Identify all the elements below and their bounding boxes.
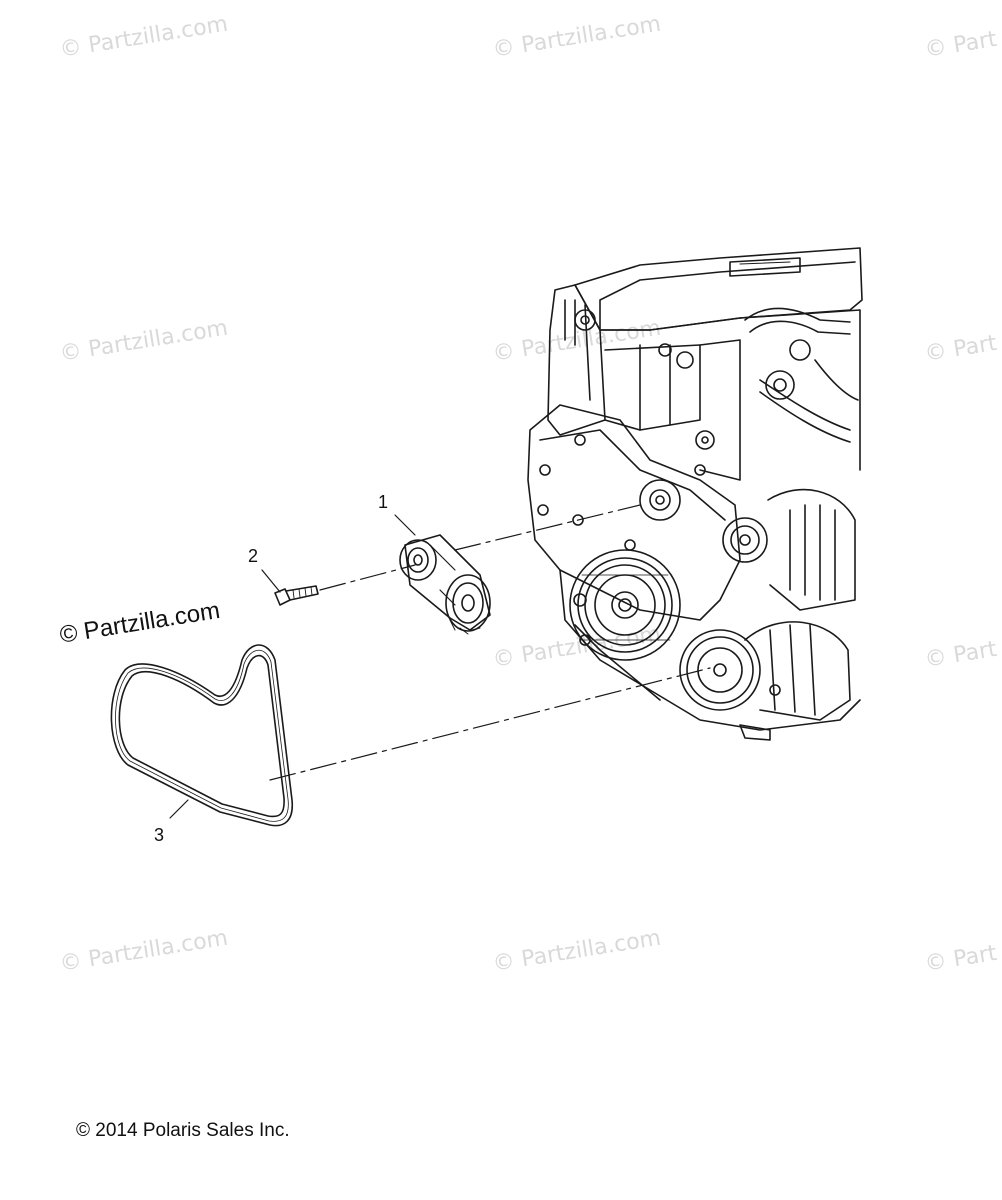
engine-block-illustration [527, 247, 863, 741]
bolt-illustration [274, 585, 319, 606]
callout-leaders [169, 514, 416, 819]
serpentine-belt-illustration [110, 644, 294, 827]
belt-tensioner-illustration [399, 534, 491, 635]
callout-1: 1 [378, 492, 389, 512]
callout-3: 3 [154, 825, 165, 845]
copyright-notice: © 2014 Polaris Sales Inc. [76, 1120, 290, 1141]
assembly-leader-lines [269, 504, 711, 781]
callout-2: 2 [248, 546, 259, 566]
